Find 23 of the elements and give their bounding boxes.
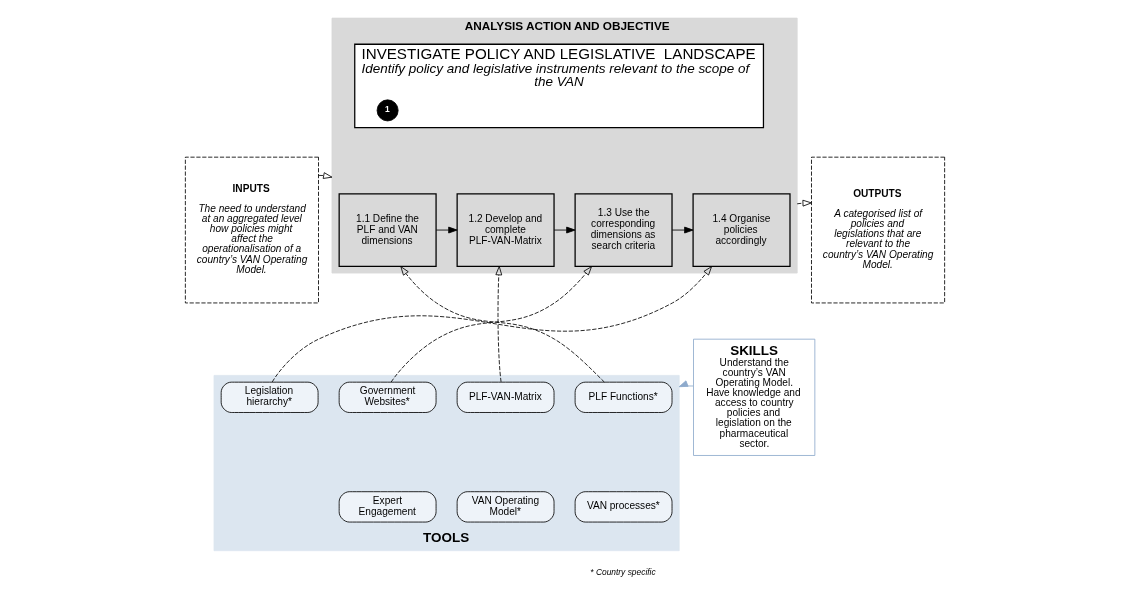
arrow: [495, 266, 503, 383]
arrow: [553, 226, 576, 234]
node-box: Expert Engagement: [338, 491, 437, 523]
arrow: [271, 266, 712, 383]
node-box: 1.1 Define the PLF and VAN dimensions: [338, 193, 437, 267]
arrow: [435, 226, 458, 234]
node-box: INPUTS The need to understand at an aggregated level how policies might affect the operationalisation of a country’s VAN Operating Model.: [184, 156, 319, 304]
arrow: [318, 172, 333, 179]
node-box: Government Websites*: [338, 381, 437, 413]
node-box: PLF Functions*: [574, 381, 673, 413]
node-box: 1.3 Use the corresponding dimensions as search criteria: [574, 193, 673, 267]
node-box: PLF-VAN-Matrix: [456, 381, 555, 413]
node-box: OUTPUTS A categorised list of policies and legislations that are relevant to the country’s VAN Operating Model.: [811, 156, 946, 304]
node-box: 1.4 Organise policies accordingly: [692, 193, 791, 267]
node-box: VAN Operating Model*: [456, 491, 555, 523]
node-box: SKILLS Understand the country’s VAN Operating Model. Have knowledge and access to country policies and legislation on the pharmaceutical sector.: [693, 338, 816, 456]
arrow: [796, 199, 812, 207]
arrow: [671, 226, 694, 234]
node-box: Legislation hierarchy*: [220, 381, 319, 413]
node-box: 1.2 Develop and complete PLF-VAN-Matrix: [456, 193, 555, 267]
label: * Country specific: [590, 566, 656, 577]
node-circle: 1: [376, 99, 399, 122]
node-box: VAN processes*: [574, 491, 673, 523]
